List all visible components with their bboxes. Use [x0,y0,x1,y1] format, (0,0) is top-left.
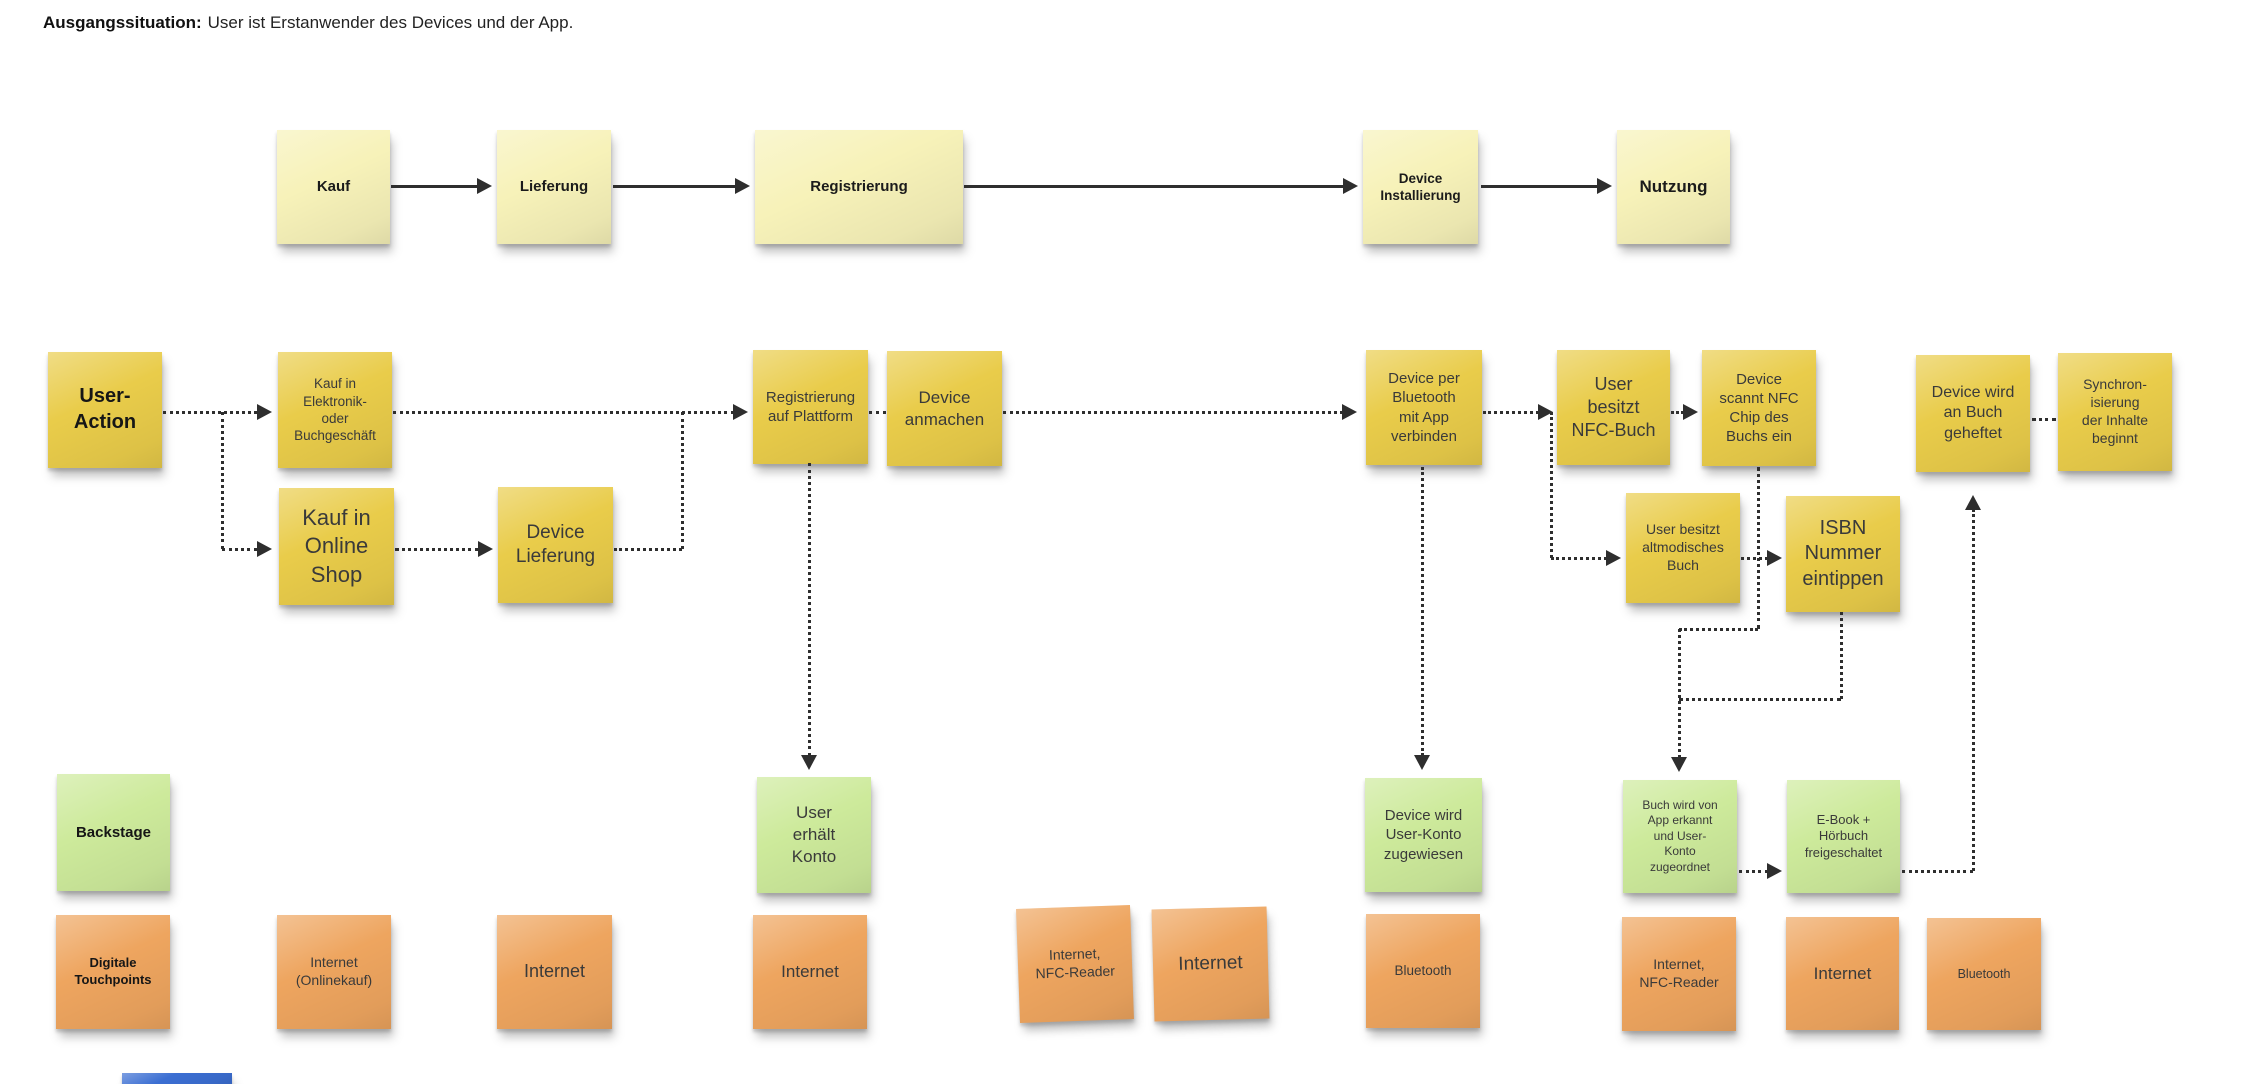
connector-altbuch-to-isbn [1741,557,1768,560]
connector-nfcbuch-to-scannt [1671,411,1684,414]
sticky-phase-registrierung[interactable]: Registrierung [755,130,963,244]
sticky-user-altmodisches-buch[interactable]: User besitzt altmodisches Buch [1626,493,1740,603]
connector-anbuch-to-sync [2032,418,2056,421]
sticky-tp-internet-onlinekauf[interactable]: Internet (Onlinekauf) [277,915,391,1029]
sticky-tp-internet-2[interactable]: Internet [753,915,867,1029]
sticky-isbn-eintippen[interactable]: ISBN Nummer eintippen [1786,496,1900,612]
sticky-ebook-hoerbuch[interactable]: E-Book + Hörbuch freigeschaltet [1787,780,1900,893]
sticky-device-lieferung[interactable]: Device Lieferung [498,487,613,603]
sticky-tp-bluetooth-1[interactable]: Bluetooth [1366,914,1480,1028]
connector-merge-down-bucherkannt [1678,629,1681,758]
arrowhead-ah-elektronik [257,404,272,420]
connector-junction-up [681,412,684,549]
sticky-tp-internet-nfc-1[interactable]: Internet, NFC-Reader [1016,905,1134,1023]
sticky-device-scannt-nfc[interactable]: Device scannt NFC Chip des Buchs ein [1702,350,1816,466]
arrowhead-ah-install [1343,178,1358,194]
arrowhead-ah-bucherkannt [1671,757,1687,772]
connector-bluetooth-down-userkonto [1421,467,1424,756]
sticky-buch-erkannt[interactable]: Buch wird von App erkannt und User- Kont… [1623,780,1737,893]
caption-text: User ist Erstanwender des Devices und de… [207,13,574,32]
sticky-tp-internet-4[interactable]: Internet [1786,917,1899,1030]
arrowhead-ah-nfcbuch [1538,404,1553,420]
connector-ua-to-onlineshop [222,548,257,551]
sticky-tp-internet-3[interactable]: Internet [1151,906,1270,1022]
sticky-device-anmachen[interactable]: Device anmachen [887,351,1002,466]
sticky-label-backstage[interactable]: Backstage [57,774,170,891]
arrowhead-ah-onlineshop [257,541,272,557]
sticky-kauf-online-shop[interactable]: Kauf in Online Shop [279,488,394,605]
arrowhead-ah-lieferung [477,178,492,194]
connector-phase-lieferung-reg [613,185,735,188]
connector-isbn-down [1840,612,1843,699]
arrowhead-ah-altbuch [1606,550,1621,566]
board-caption: Ausgangssituation: User ist Erstanwender … [43,13,573,33]
sticky-device-userkonto[interactable]: Device wird User-Konto zugewiesen [1365,778,1482,892]
sticky-phase-nutzung[interactable]: Nutzung [1617,130,1730,244]
sticky-phase-lieferung[interactable]: Lieferung [497,130,611,244]
connector-bluetooth-to-nfcbuch [1483,411,1539,414]
connector-phase-install-nutzung [1481,185,1597,188]
arrowhead-ah-nutzung [1597,178,1612,194]
connector-anmachen-to-bluetooth [1003,411,1343,414]
sticky-tp-bluetooth-2[interactable]: Bluetooth [1927,918,2041,1030]
sticky-device-an-buch[interactable]: Device wird an Buch geheftet [1916,355,2030,472]
connector-isbn-left-merge [1679,698,1841,701]
arrowhead-ah-regplatt [733,404,748,420]
sticky-user-erhaelt-konto[interactable]: User erhält Konto [757,777,871,893]
connector-bucherkannt-to-ebook [1739,870,1768,873]
connector-lieferung-to-junction [614,548,682,551]
sticky-tp-internet-1[interactable]: Internet [497,915,612,1029]
arrowhead-ah-scannt [1683,404,1698,420]
caption-bold-label: Ausgangssituation: [43,13,202,32]
connector-regplatt-to-anmachen [869,411,886,414]
connector-ua-branch-down [221,412,224,549]
sticky-tp-internet-nfc-2[interactable]: Internet, NFC-Reader [1622,917,1736,1031]
arrowhead-ah-anbuch [1965,495,1981,510]
arrowhead-ah-isbn [1767,550,1782,566]
sticky-phase-kauf[interactable]: Kauf [277,130,390,244]
arrowhead-ah-bluetooth [1342,404,1357,420]
sticky-partial-blue-sticky[interactable] [122,1073,232,1084]
sticky-user-nfc-buch[interactable]: User besitzt NFC-Buch [1557,350,1670,465]
connector-scannt-down [1757,467,1760,629]
connector-up-to-anbuch [1972,509,1975,871]
sticky-registrierung-plattform[interactable]: Registrierung auf Plattform [753,350,868,464]
connector-ebook-right [1902,870,1973,873]
connector-nfc-branch-down [1550,412,1553,558]
connector-phase-kauf-lieferung [391,185,477,188]
arrowhead-ah-reg [735,178,750,194]
connector-ua-to-elektronik [163,411,257,414]
connector-scannt-left [1679,628,1758,631]
arrowhead-ah-devlieferung [478,541,493,557]
arrowhead-ah-userkonto [1414,755,1430,770]
sticky-device-bluetooth[interactable]: Device per Bluetooth mit App verbinden [1366,350,1482,465]
arrowhead-ah-ebook [1767,863,1782,879]
sticky-label-touchpoints[interactable]: Digitale Touchpoints [56,915,170,1029]
connector-elektronik-to-regplatt [393,411,734,414]
sticky-phase-device-installierung[interactable]: Device Installierung [1363,130,1478,244]
sticky-kauf-elektronik[interactable]: Kauf in Elektronik- oder Buchgeschäft [278,352,392,468]
connector-branch-to-altbuch [1551,557,1607,560]
sticky-synchronisierung[interactable]: Synchron- isierung der Inhalte beginnt [2058,353,2172,471]
connector-onlineshop-to-lieferung [395,548,479,551]
connector-phase-reg-install [964,185,1343,188]
sticky-label-user-action[interactable]: User- Action [48,352,162,468]
connector-regplatt-down-konto [808,463,811,756]
arrowhead-ah-konto [801,755,817,770]
